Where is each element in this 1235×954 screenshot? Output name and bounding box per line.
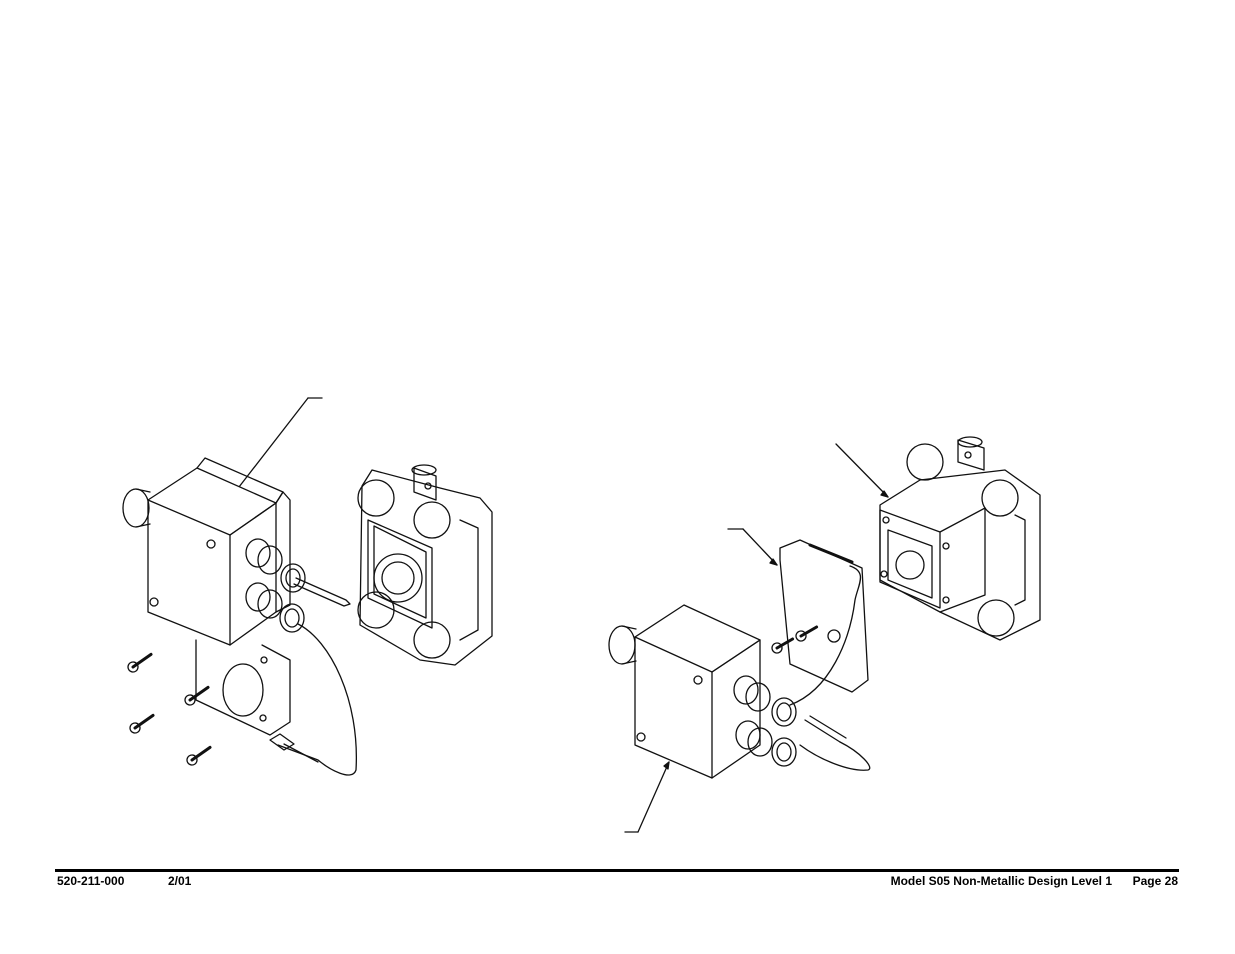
footer-page-number: Page 28	[1132, 874, 1178, 888]
right-enclosure	[634, 604, 761, 779]
footer-model-title: Model S05 Non-Metallic Design Level 1	[890, 874, 1112, 888]
leader-line-right-top	[835, 443, 889, 498]
left-knob	[122, 488, 151, 528]
left-screws	[127, 652, 212, 766]
footer-document-number: 520-211-000	[57, 874, 125, 888]
left-fittings	[245, 538, 351, 633]
right-assembly	[608, 436, 1041, 833]
right-gasket-plate	[779, 539, 869, 693]
right-knob	[608, 625, 637, 665]
left-cable	[277, 623, 357, 776]
right-screws	[771, 625, 819, 654]
exploded-assembly-illustration	[122, 397, 1041, 833]
right-cable-lower	[799, 741, 871, 771]
left-assembly	[122, 397, 493, 776]
left-enclosure	[147, 457, 291, 646]
right-fittings	[733, 675, 797, 767]
right-pump-body	[879, 436, 1041, 641]
left-bracket-plate	[195, 639, 291, 736]
footer-date: 2/01	[168, 874, 192, 888]
left-pump-body	[357, 464, 493, 666]
right-cable-upper	[789, 565, 862, 706]
footer-divider	[55, 869, 1179, 872]
